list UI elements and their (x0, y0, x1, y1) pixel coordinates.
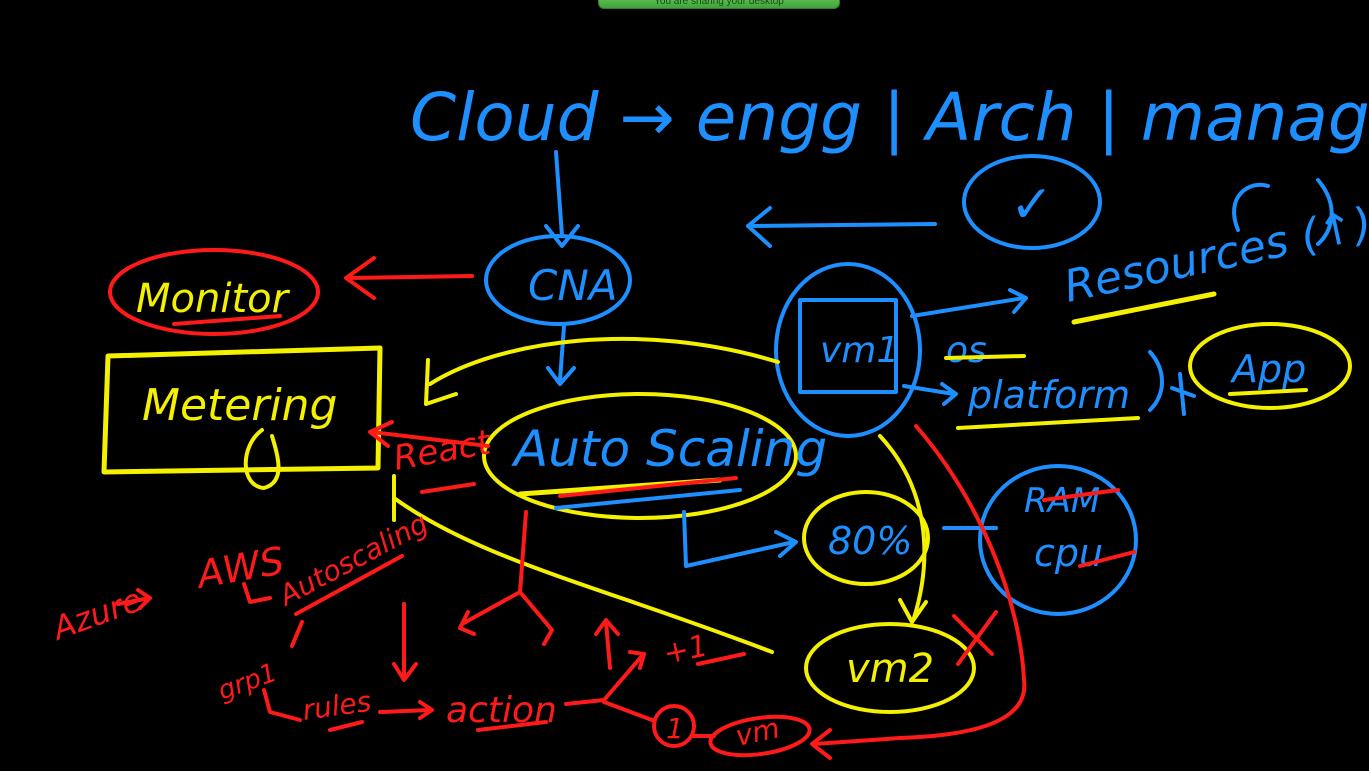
screen-sharing-banner[interactable]: You are sharing your desktop (598, 0, 840, 9)
cna-node: CNA (484, 234, 632, 326)
plus-one-label: +1 (660, 628, 711, 671)
resources-paren-right (1316, 178, 1334, 246)
pct-node: 80% (802, 490, 930, 586)
one-node: 1 (652, 704, 696, 748)
action-underline (476, 720, 548, 732)
autoscaling-to-pct-arrow (682, 510, 798, 568)
app-underline (1228, 388, 1308, 396)
autoscaling-small-label: Autoscaling (272, 506, 433, 613)
title-to-cna-arrow (544, 150, 580, 248)
diagram-title: Cloud → engg | Arch | manager (410, 79, 1369, 156)
vm2-cross (952, 610, 998, 666)
vm2-to-metering-arrow (392, 474, 774, 654)
rules-underline (328, 720, 364, 732)
new-vm-node: vm (708, 711, 812, 758)
autoscaling-tree (392, 510, 554, 682)
vm2-label: vm2 (846, 646, 934, 692)
metering-loop (243, 428, 281, 490)
platform-label: platform (967, 373, 1130, 417)
azure-to-aws-arrow (116, 588, 152, 610)
platform-paren (1148, 350, 1164, 412)
vm1-to-vm2-arrow (878, 434, 928, 624)
aws-label: AWS (191, 538, 287, 597)
group-label: grp1 (214, 658, 281, 707)
action-to-plus-arrow (564, 650, 646, 706)
ram-cpu-node: RAM cpu (978, 464, 1138, 616)
pct-label: 80% (828, 519, 912, 563)
vm1-node: vm1 (774, 262, 922, 438)
metering-node: Metering (101, 345, 383, 490)
os-label: os (946, 330, 987, 371)
react-underline (420, 482, 476, 494)
ram-label: RAM (1024, 481, 1100, 521)
group-branch (262, 688, 302, 722)
resources-paren-left (1232, 182, 1270, 232)
vm1-to-top-arrow (910, 288, 1028, 318)
azure-label: Azure (46, 580, 147, 648)
os-underline (944, 354, 1026, 360)
cna-to-autoscaling-arrow (546, 324, 576, 386)
autoscaling-label: Auto Scaling (511, 420, 827, 478)
autoscaling-small-underline (294, 554, 404, 616)
rules-to-action-arrow (378, 700, 434, 720)
cpu-strike (1078, 550, 1136, 568)
vm2-node: vm2 (804, 622, 976, 714)
plus-sign (1170, 372, 1196, 416)
plus-one-underline (696, 652, 746, 666)
autoscaling-node: Auto Scaling (482, 392, 827, 520)
cna-to-monitor-arrow (344, 256, 474, 300)
monitor-label: Monitor (136, 276, 291, 322)
vm1-to-metering-arrow (424, 336, 780, 406)
action-to-one-line (602, 700, 654, 722)
app-node: App (1188, 322, 1352, 410)
resources-underline (1071, 291, 1217, 325)
check-arrow (746, 206, 937, 248)
autoscaling-underline-red (558, 476, 738, 498)
monitor-underline (172, 314, 282, 326)
cna-label: CNA (528, 261, 617, 310)
react-arrow (368, 420, 490, 448)
autoscaling-small-tick (290, 620, 304, 648)
check-circle: ✓ (962, 154, 1102, 250)
autoscaling-underline-blue (554, 488, 742, 510)
aws-branch (242, 582, 272, 604)
monitor-node: Monitor (108, 248, 320, 336)
action-label: action (446, 690, 557, 731)
app-label: App (1229, 347, 1306, 391)
upward-arrow (594, 618, 620, 670)
vm1-to-new-vm-arrow (810, 424, 1027, 760)
check-icon: ✓ (1010, 175, 1054, 235)
new-vm-label: vm (733, 711, 783, 752)
one-label: 1 (666, 712, 684, 745)
vm1-label: vm1 (820, 330, 899, 371)
platform-underline (956, 416, 1140, 430)
vm1-to-platform-arrow (902, 382, 958, 406)
ram-strike (1042, 488, 1120, 502)
cpu-label: cpu (1034, 531, 1103, 575)
metering-label: Metering (142, 380, 338, 431)
react-label: React (391, 422, 496, 479)
